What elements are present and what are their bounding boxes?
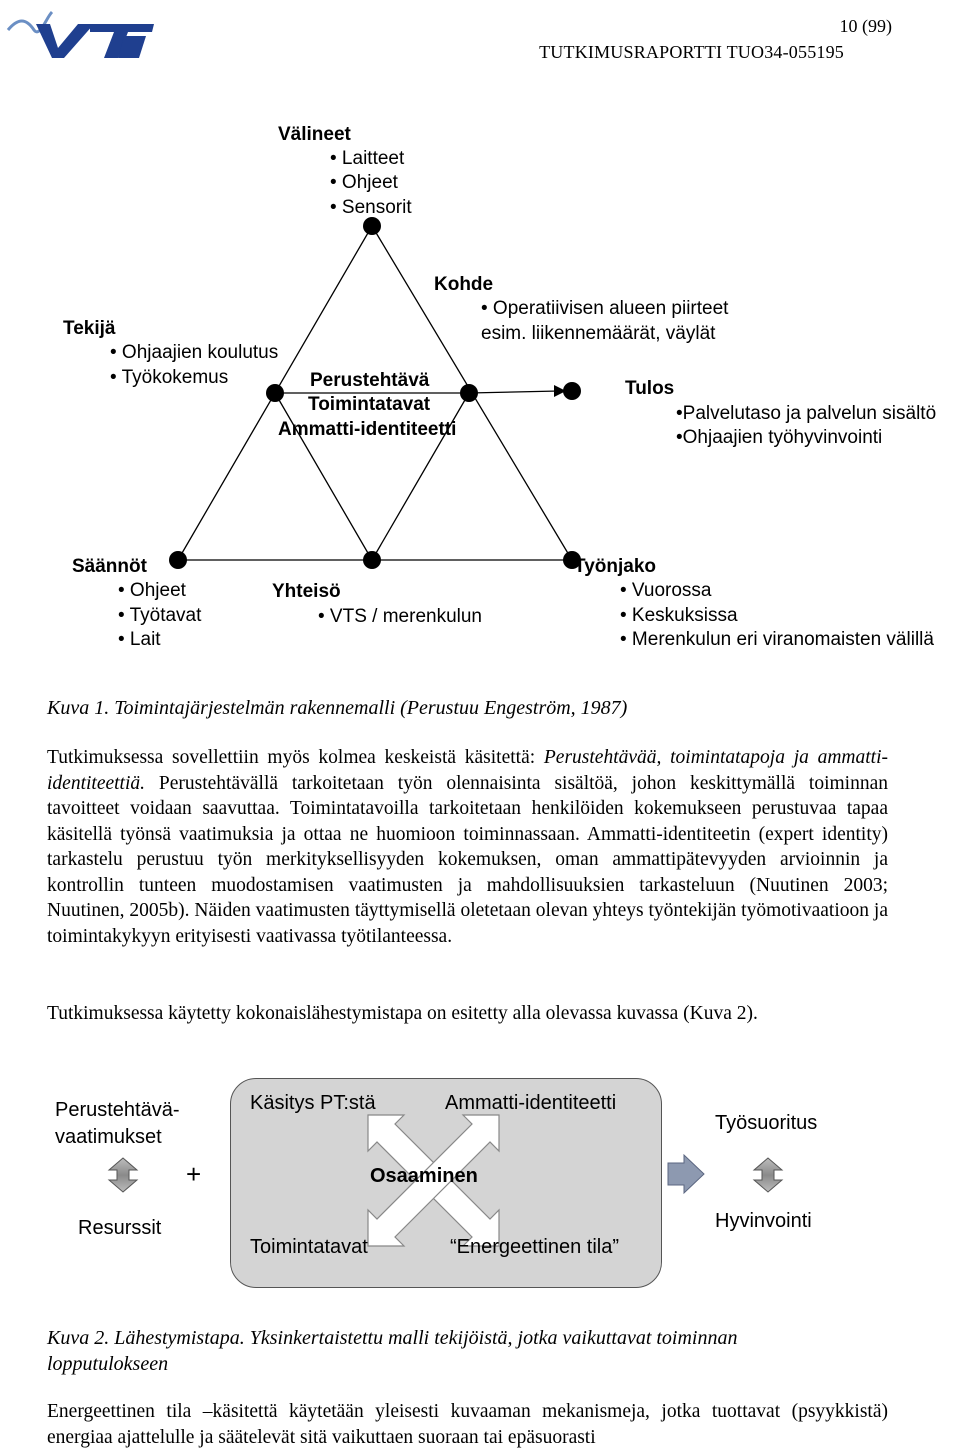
node-kohde	[460, 384, 478, 402]
paragraph-approach: Tutkimuksessa käytetty kokonaislähestymi…	[47, 1003, 758, 1024]
valineet-item: • Laitteet	[330, 148, 405, 169]
kasitys-label: Käsitys PT:stä	[250, 1092, 376, 1114]
right-arrow-icon	[667, 1153, 705, 1195]
kohde-line: • Operatiivisen alueen piirteet	[481, 298, 729, 319]
tyonjako-item: • Vuorossa	[620, 580, 712, 601]
valineet-title: Välineet	[278, 124, 351, 145]
tyosuoritus-label: Työsuoritus	[715, 1112, 818, 1134]
tyonjako-item: • Merenkulun eri viranomaisten välillä	[620, 629, 934, 650]
vaatimukset-label: vaatimukset	[55, 1126, 162, 1148]
tekija-item: • Ohjaajien koulutus	[110, 342, 279, 363]
yhteiso-item: • VTS / merenkulun	[318, 606, 482, 627]
yhteiso-title: Yhteisö	[272, 581, 341, 602]
node-saannot	[169, 551, 187, 569]
page-number: 10 (99)	[839, 16, 893, 36]
energia-label: “Energeettinen tila”	[450, 1236, 619, 1258]
vtt-logo	[6, 10, 154, 58]
saannot-item: • Lait	[118, 629, 161, 650]
node-tekija	[266, 384, 284, 402]
tyonjako-title: Työnjako	[574, 556, 656, 577]
double-arrow-icon	[752, 1157, 784, 1193]
valineet-item: • Sensorit	[330, 197, 412, 218]
tulos-item: •Ohjaajien työhyvinvointi	[676, 427, 883, 448]
arrowhead	[554, 385, 566, 397]
kohde-line: esim. liikennemäärät, väylät	[481, 323, 716, 344]
hyvinvointi-label: Hyvinvointi	[715, 1210, 812, 1232]
tulos-title: Tulos	[625, 378, 675, 399]
osaaminen-label: Osaaminen	[370, 1165, 478, 1187]
saannot-item: • Työtavat	[118, 605, 202, 626]
paragraph-energy: Energeettinen tila –käsitettä käytetään …	[47, 1401, 888, 1448]
center-label: Perustehtävä	[310, 370, 430, 391]
paragraph-concepts: Tutkimuksessa sovellettiin myös kolmea k…	[47, 747, 888, 947]
figure2-caption: Kuva 2. Lähestymistapa. Yksinkertaistett…	[47, 1327, 738, 1375]
figure1-diagram	[169, 217, 581, 569]
center-label: Toimintatavat	[308, 394, 431, 415]
double-arrow-icon	[107, 1157, 139, 1193]
node-tulos	[563, 382, 581, 400]
valineet-item: • Ohjeet	[330, 172, 398, 193]
node-tyonjako	[563, 551, 581, 569]
node-yhteiso	[363, 551, 381, 569]
center-label: Ammatti-identiteetti	[278, 419, 457, 440]
toimintatavat-label: Toimintatavat	[250, 1236, 368, 1258]
tulos-item: •Palvelutaso ja palvelun sisältö	[676, 403, 937, 424]
perustehtava-label: Perustehtävä-	[55, 1099, 180, 1121]
saannot-item: • Ohjeet	[118, 580, 186, 601]
tekija-title: Tekijä	[63, 318, 116, 339]
kohde-title: Kohde	[434, 274, 494, 295]
ammatti-label: Ammatti-identiteetti	[445, 1092, 617, 1114]
tyonjako-item: • Keskuksissa	[620, 605, 738, 626]
node-valineet	[363, 217, 381, 235]
saannot-title: Säännöt	[72, 556, 147, 577]
figure1-caption: Kuva 1. Toimintajärjestelmän rakennemall…	[47, 697, 628, 719]
report-id: TUTKIMUSRAPORTTI TUO34-055195	[539, 42, 844, 62]
tekija-item: • Työkokemus	[110, 367, 229, 388]
plus-sign: +	[186, 1159, 202, 1189]
resurssit-label: Resurssit	[78, 1217, 162, 1239]
